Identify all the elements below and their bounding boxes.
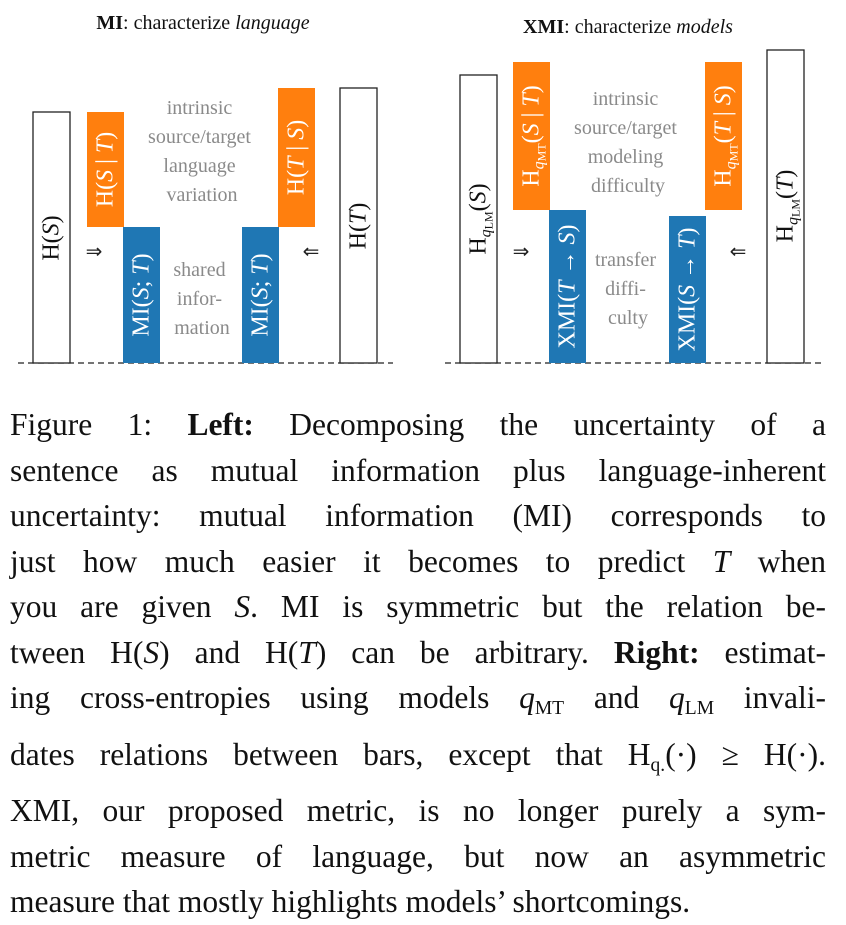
right-bar-hlm-t (766, 49, 805, 364)
caption-line-2: sentence as mutual information plus lang… (10, 452, 826, 488)
right-bar-hlm-t-label: HqLM(T) (773, 170, 803, 243)
right-note-transfer: transfer diffi- culty (595, 249, 661, 329)
right-panel: XMI: characterize models HqLM(S) HqMT(S … (445, 16, 822, 364)
right-box-xmi-t-to-s (549, 210, 586, 363)
left-box-mi-right (242, 227, 279, 363)
left-bar-h-t (339, 87, 378, 364)
right-bar-hlm-s (459, 74, 498, 364)
right-panel-title: XMI: characterize models (523, 16, 733, 38)
right-box-hmt-t-given-s (705, 62, 742, 210)
caption-line-7: ing cross-entropies using models qMT and… (10, 680, 827, 720)
right-box-xmi-s-to-t (669, 216, 706, 363)
right-box-hmt-s-given-t-label: HqMT(S | T) (519, 85, 549, 187)
left-arrow-right: ⇒ (86, 239, 103, 263)
caption-line-9: XMI, our proposed metric, is no longer p… (10, 793, 826, 829)
left-box-h-s-given-t-label: H(S | T) (93, 132, 119, 208)
left-box-mi-left-label: MI(S; T) (129, 253, 155, 336)
left-box-mi-left (123, 227, 160, 363)
right-box-hmt-s-given-t (513, 62, 550, 210)
right-note-intrinsic: intrinsic source/target modeling difficu… (574, 88, 682, 197)
left-box-h-t-given-s-label: H(T | S) (284, 120, 310, 196)
right-box-xmi-t-to-s-label: XMI(T → S) (555, 224, 581, 348)
figure-caption: Figure 1: Left: Decomposing the uncertai… (10, 402, 826, 925)
left-panel: MI: characterize language H(S) H(S | T) … (18, 12, 393, 364)
left-note-intrinsic: intrinsic source/target language variati… (148, 97, 256, 206)
left-box-h-t-given-s (278, 88, 315, 227)
left-bar-h-s-label: H(S) (39, 215, 65, 260)
left-box-mi-right-label: MI(S; T) (248, 253, 274, 336)
right-box-hmt-t-given-s-label: HqMT(T | S) (711, 85, 741, 187)
caption-line-10: metric measure of language, but now an a… (10, 838, 826, 874)
caption-line-6: tween H(S) and H(T) can be arbitrary. Ri… (10, 634, 826, 670)
caption-line-8: dates relations between bars, except tha… (10, 736, 826, 776)
left-note-shared: shared infor- mation (173, 259, 230, 339)
caption-line-4: just how much easier it becomes to predi… (10, 543, 827, 579)
caption-line-3: uncertainty: mutual information (MI) cor… (10, 498, 826, 533)
left-panel-title: MI: characterize language (96, 12, 309, 34)
right-box-xmi-s-to-t-label: XMI(S → T) (675, 227, 701, 351)
right-arrow-right: ⇒ (513, 239, 530, 263)
left-bar-h-s (32, 111, 71, 364)
right-arrow-left: ⇐ (730, 239, 747, 263)
left-box-h-s-given-t (87, 112, 124, 227)
caption-line-5: you are given S. MI is symmetric but the… (10, 589, 827, 624)
figure-diagram: MI: characterize language H(S) H(S | T) … (0, 0, 846, 385)
left-arrow-left: ⇐ (303, 239, 320, 263)
caption-line-11: measure that mostly highlights models’ s… (10, 884, 691, 920)
left-bar-h-t-label: H(T) (346, 203, 372, 250)
right-bar-hlm-s-label: HqLM(S) (466, 183, 496, 254)
caption-line-1: Figure 1: Left: Decomposing the uncertai… (10, 407, 826, 442)
